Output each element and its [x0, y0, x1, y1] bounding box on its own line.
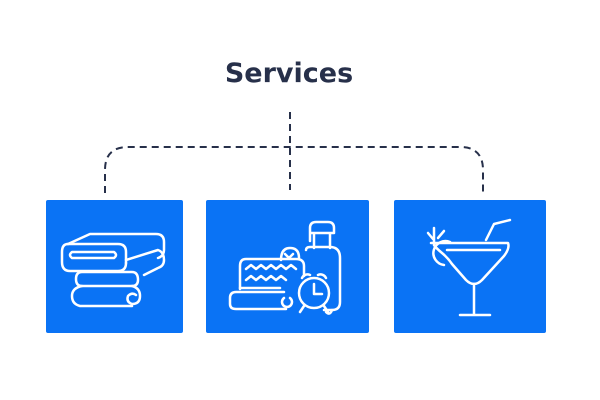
luggage-alarm-icon: [228, 220, 342, 315]
service-box-towels: [46, 200, 183, 333]
diagram-title: Services: [224, 58, 354, 89]
towels-icon: [60, 232, 166, 308]
cocktail-icon: [426, 218, 512, 317]
service-box-cocktail: [394, 200, 546, 333]
service-box-luggage: [206, 200, 369, 333]
